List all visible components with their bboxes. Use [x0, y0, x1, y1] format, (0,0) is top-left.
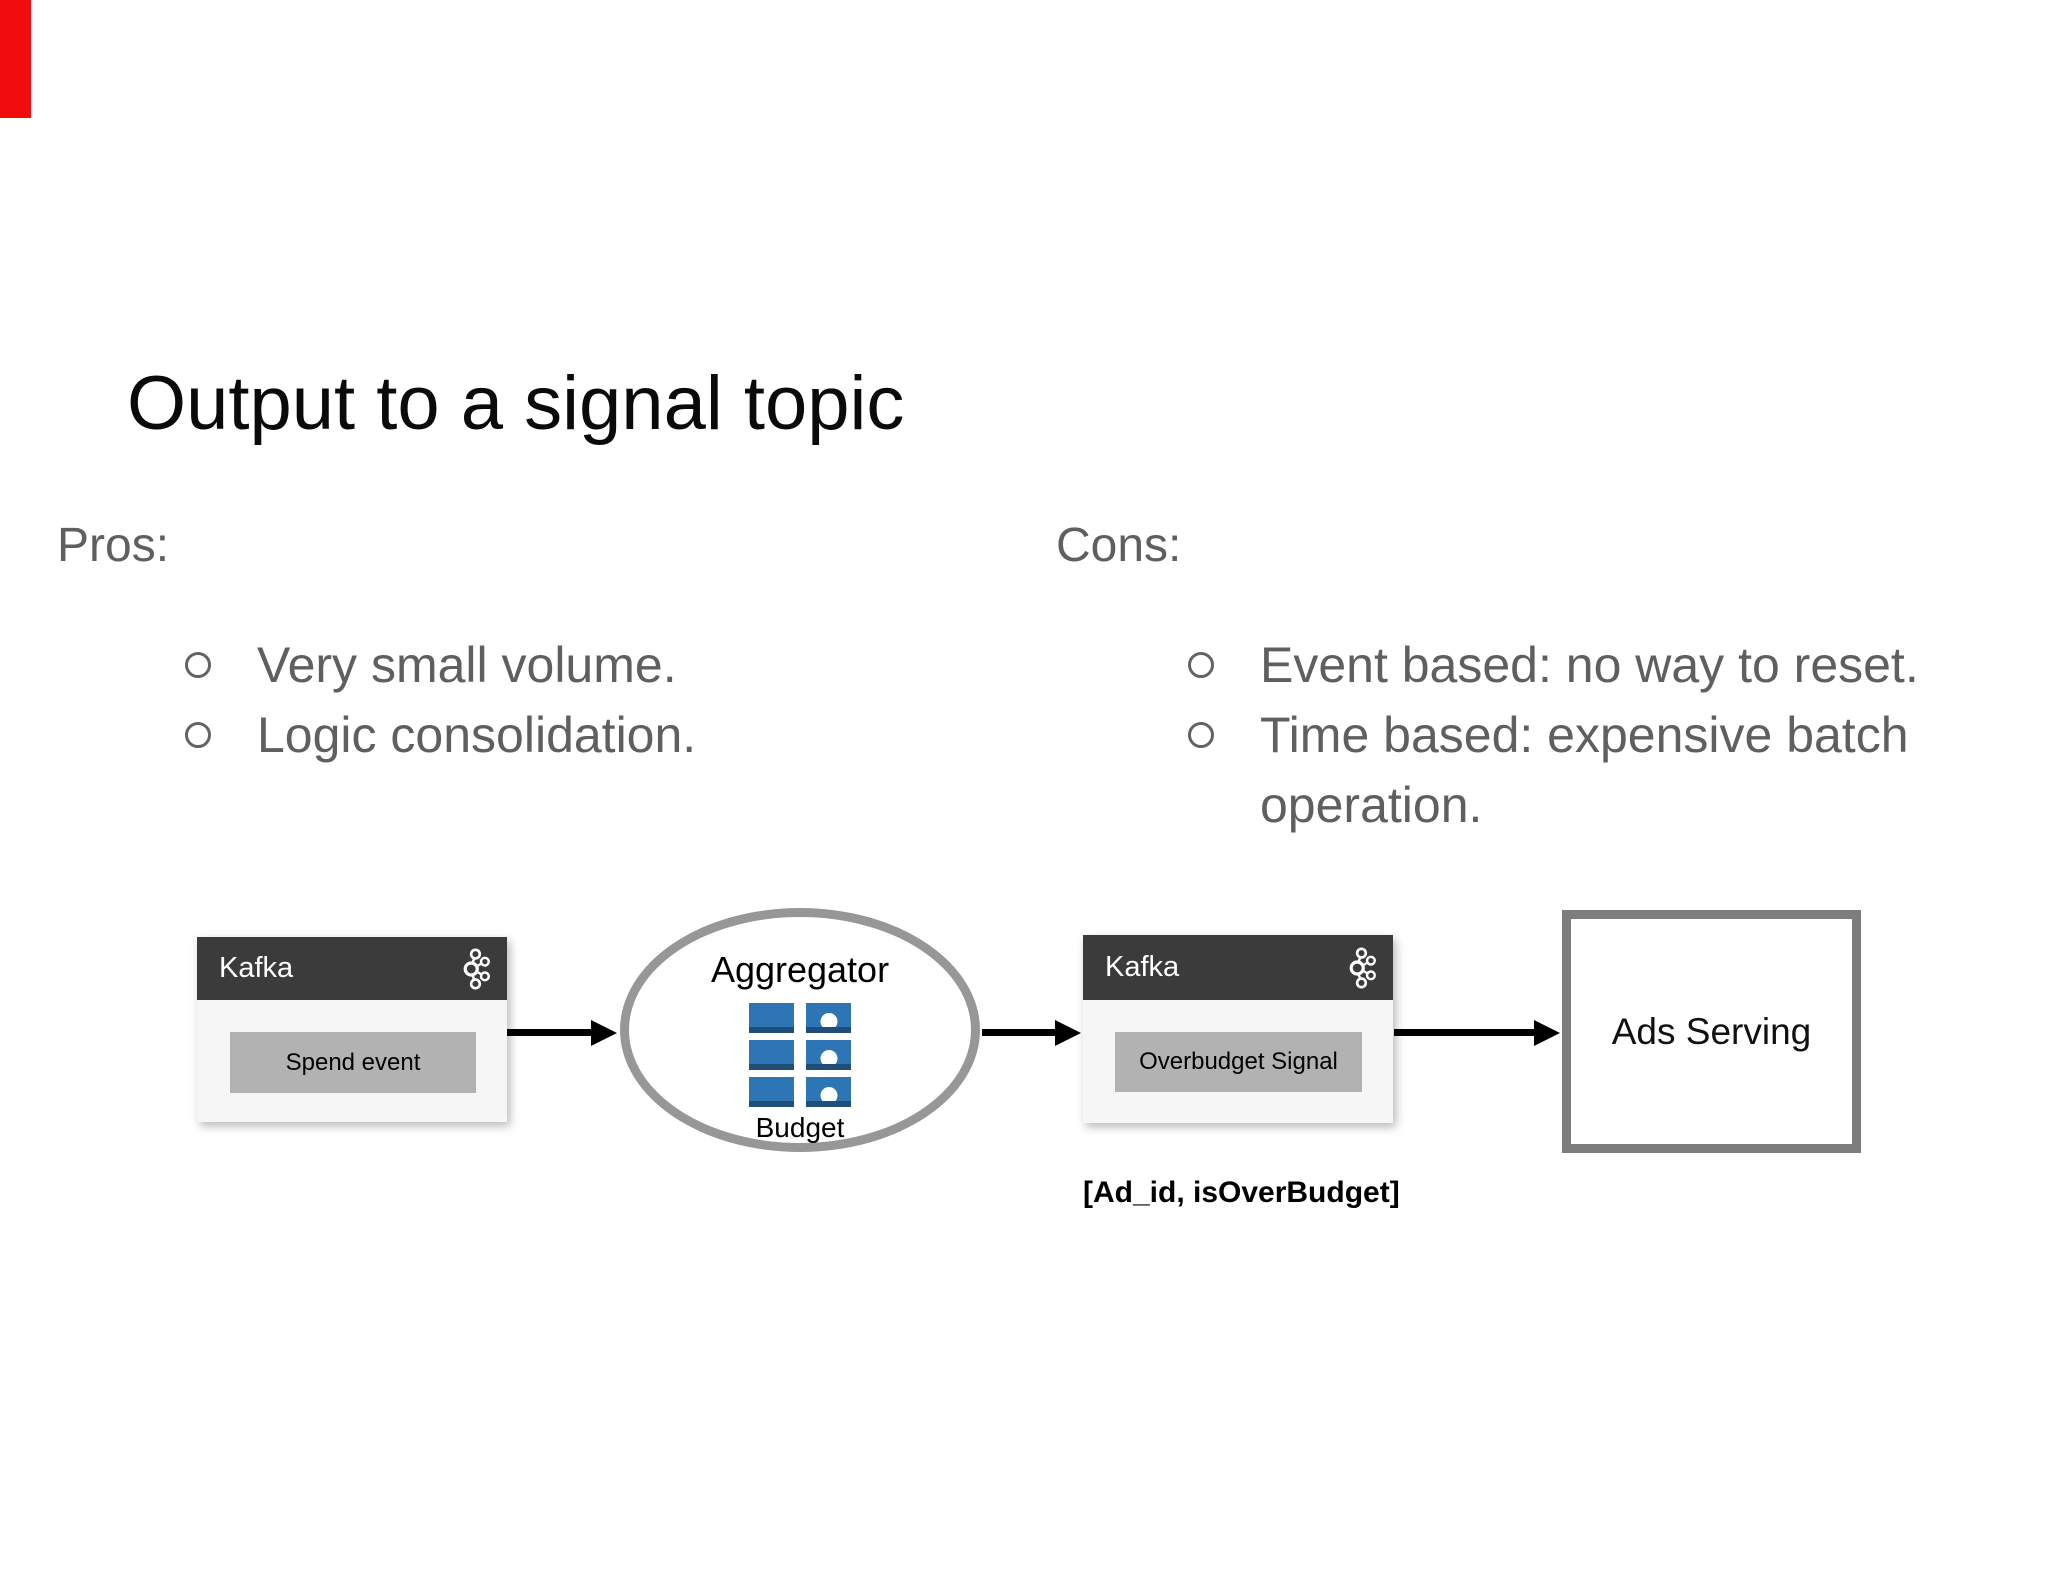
bullet-text: Event based: no way to reset.: [1260, 637, 1919, 693]
list-item: Time based: expensive batch operation.: [1188, 700, 1920, 840]
pros-list: Very small volume. Logic consolidation.: [185, 630, 917, 770]
table-tile: [749, 1077, 794, 1108]
table-tile-keyed: [806, 1003, 851, 1034]
bullet-text: Time based: expensive batch operation.: [1260, 707, 1909, 833]
flow-arrow-signal-to-ads: [1394, 1029, 1534, 1036]
key-dot-icon: [820, 1013, 837, 1031]
budget-store-label: Budget: [755, 1112, 845, 1144]
spend-event-topic-bar: Spend event: [230, 1032, 476, 1093]
kafka-body: Overbudget Signal: [1083, 1000, 1393, 1122]
list-item: Event based: no way to reset.: [1188, 630, 1920, 700]
hollow-circle-bullet-icon: [185, 652, 211, 678]
ads-serving-label: Ads Serving: [1611, 1010, 1812, 1052]
table-tile: [749, 1040, 794, 1071]
table-tile-keyed: [806, 1077, 851, 1108]
kafka-logo-icon: [463, 947, 490, 990]
hollow-circle-bullet-icon: [185, 722, 211, 748]
bullet-text: Very small volume.: [257, 637, 677, 693]
red-corner-marker: [0, 0, 31, 118]
pros-heading: Pros:: [57, 519, 170, 572]
kafka-signal-node: Kafka Overbudget Signal: [1083, 935, 1393, 1123]
cons-list: Event based: no way to reset. Time based…: [1188, 630, 1920, 840]
ads-serving-node: Ads Serving: [1562, 910, 1861, 1153]
list-item: Logic consolidation.: [185, 700, 917, 770]
key-dot-icon: [820, 1050, 837, 1068]
budget-table-icon: [749, 1003, 851, 1108]
table-tile: [749, 1003, 794, 1034]
key-dot-icon: [820, 1087, 837, 1105]
kafka-source-node: Kafka Spend event: [197, 937, 507, 1122]
signal-schema-label: [Ad_id, isOverBudget]: [1083, 1176, 1400, 1209]
table-tile-keyed: [806, 1040, 851, 1071]
slide-title: Output to a signal topic: [127, 361, 905, 446]
bullet-text: Logic consolidation.: [257, 707, 697, 763]
flow-arrow-source-to-aggregator: [507, 1029, 591, 1036]
hollow-circle-bullet-icon: [1188, 652, 1214, 678]
kafka-header: Kafka: [197, 937, 507, 1000]
kafka-node-title: Kafka: [1105, 951, 1180, 983]
hollow-circle-bullet-icon: [1188, 722, 1214, 748]
kafka-logo-icon: [1349, 946, 1376, 989]
kafka-header: Kafka: [1083, 935, 1393, 1000]
aggregator-label: Aggregator: [710, 949, 890, 990]
overbudget-signal-topic-bar: Overbudget Signal: [1115, 1032, 1362, 1092]
kafka-body: Spend event: [197, 1000, 507, 1122]
aggregator-node: Aggregator Budget: [620, 908, 980, 1152]
flow-arrow-aggregator-to-signal: [982, 1029, 1055, 1036]
kafka-node-title: Kafka: [219, 952, 294, 984]
cons-heading: Cons:: [1056, 519, 1182, 572]
list-item: Very small volume.: [185, 630, 917, 700]
